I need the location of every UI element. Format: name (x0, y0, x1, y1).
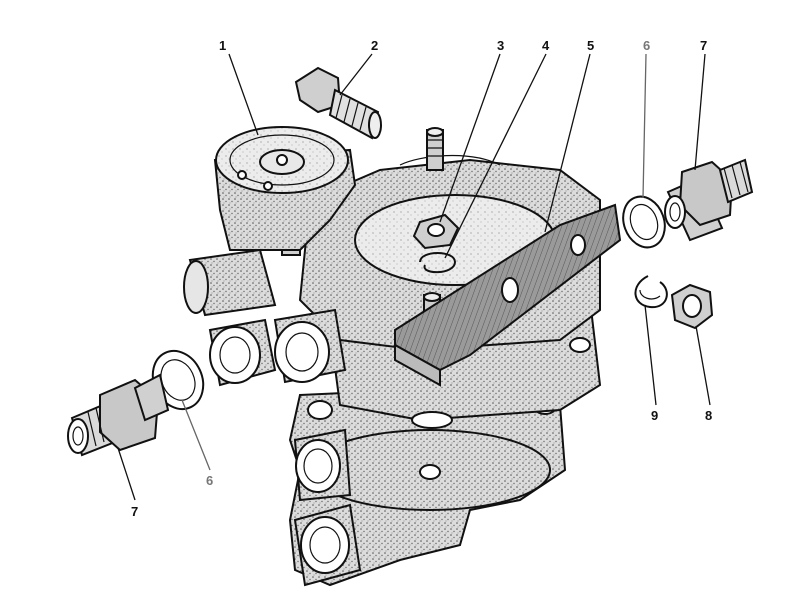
callout-labels: 1 2 3 4 5 6 7 6 7 9 8 (131, 38, 712, 519)
left-port-outer (208, 318, 277, 387)
dome-lock-washer (419, 252, 457, 274)
leader-7b (117, 447, 136, 501)
leader-6a (642, 53, 647, 199)
leader-lines (117, 53, 711, 501)
side-plunger (183, 248, 277, 317)
leader-3 (439, 53, 501, 223)
leader-8 (695, 325, 711, 406)
leader-2 (339, 53, 373, 96)
leader-9 (644, 304, 657, 406)
leader-4 (444, 53, 547, 259)
lower-port-upper (293, 428, 352, 502)
mounting-bracket (394, 203, 622, 387)
callout-7-right: 7 (700, 38, 707, 53)
stud-top (426, 127, 444, 171)
callout-6-left: 6 (206, 473, 213, 488)
right-union-fitting (664, 158, 754, 242)
leader-5 (544, 53, 591, 233)
callout-3: 3 (497, 38, 504, 53)
callout-9: 9 (651, 408, 658, 423)
callout-4: 4 (542, 38, 550, 53)
callout-8: 8 (705, 408, 712, 423)
callout-6-right: 6 (643, 38, 650, 53)
callout-5: 5 (587, 38, 594, 53)
leader-7a (694, 53, 706, 171)
leader-1 (228, 53, 259, 136)
callout-1: 1 (219, 38, 226, 53)
right-hex-nut (670, 283, 714, 330)
callout-2: 2 (371, 38, 378, 53)
bolt (294, 66, 382, 140)
top-cap-cylinder (213, 126, 357, 251)
lower-port-lower (293, 503, 362, 587)
callout-7-left: 7 (131, 504, 138, 519)
left-port-inner (273, 308, 347, 384)
right-sealing-washer (622, 195, 666, 249)
dome-nut (412, 213, 460, 250)
leader-6b (181, 399, 211, 471)
left-union-fitting (67, 373, 170, 457)
right-lock-washer (634, 275, 668, 309)
lower-housing (288, 383, 567, 587)
